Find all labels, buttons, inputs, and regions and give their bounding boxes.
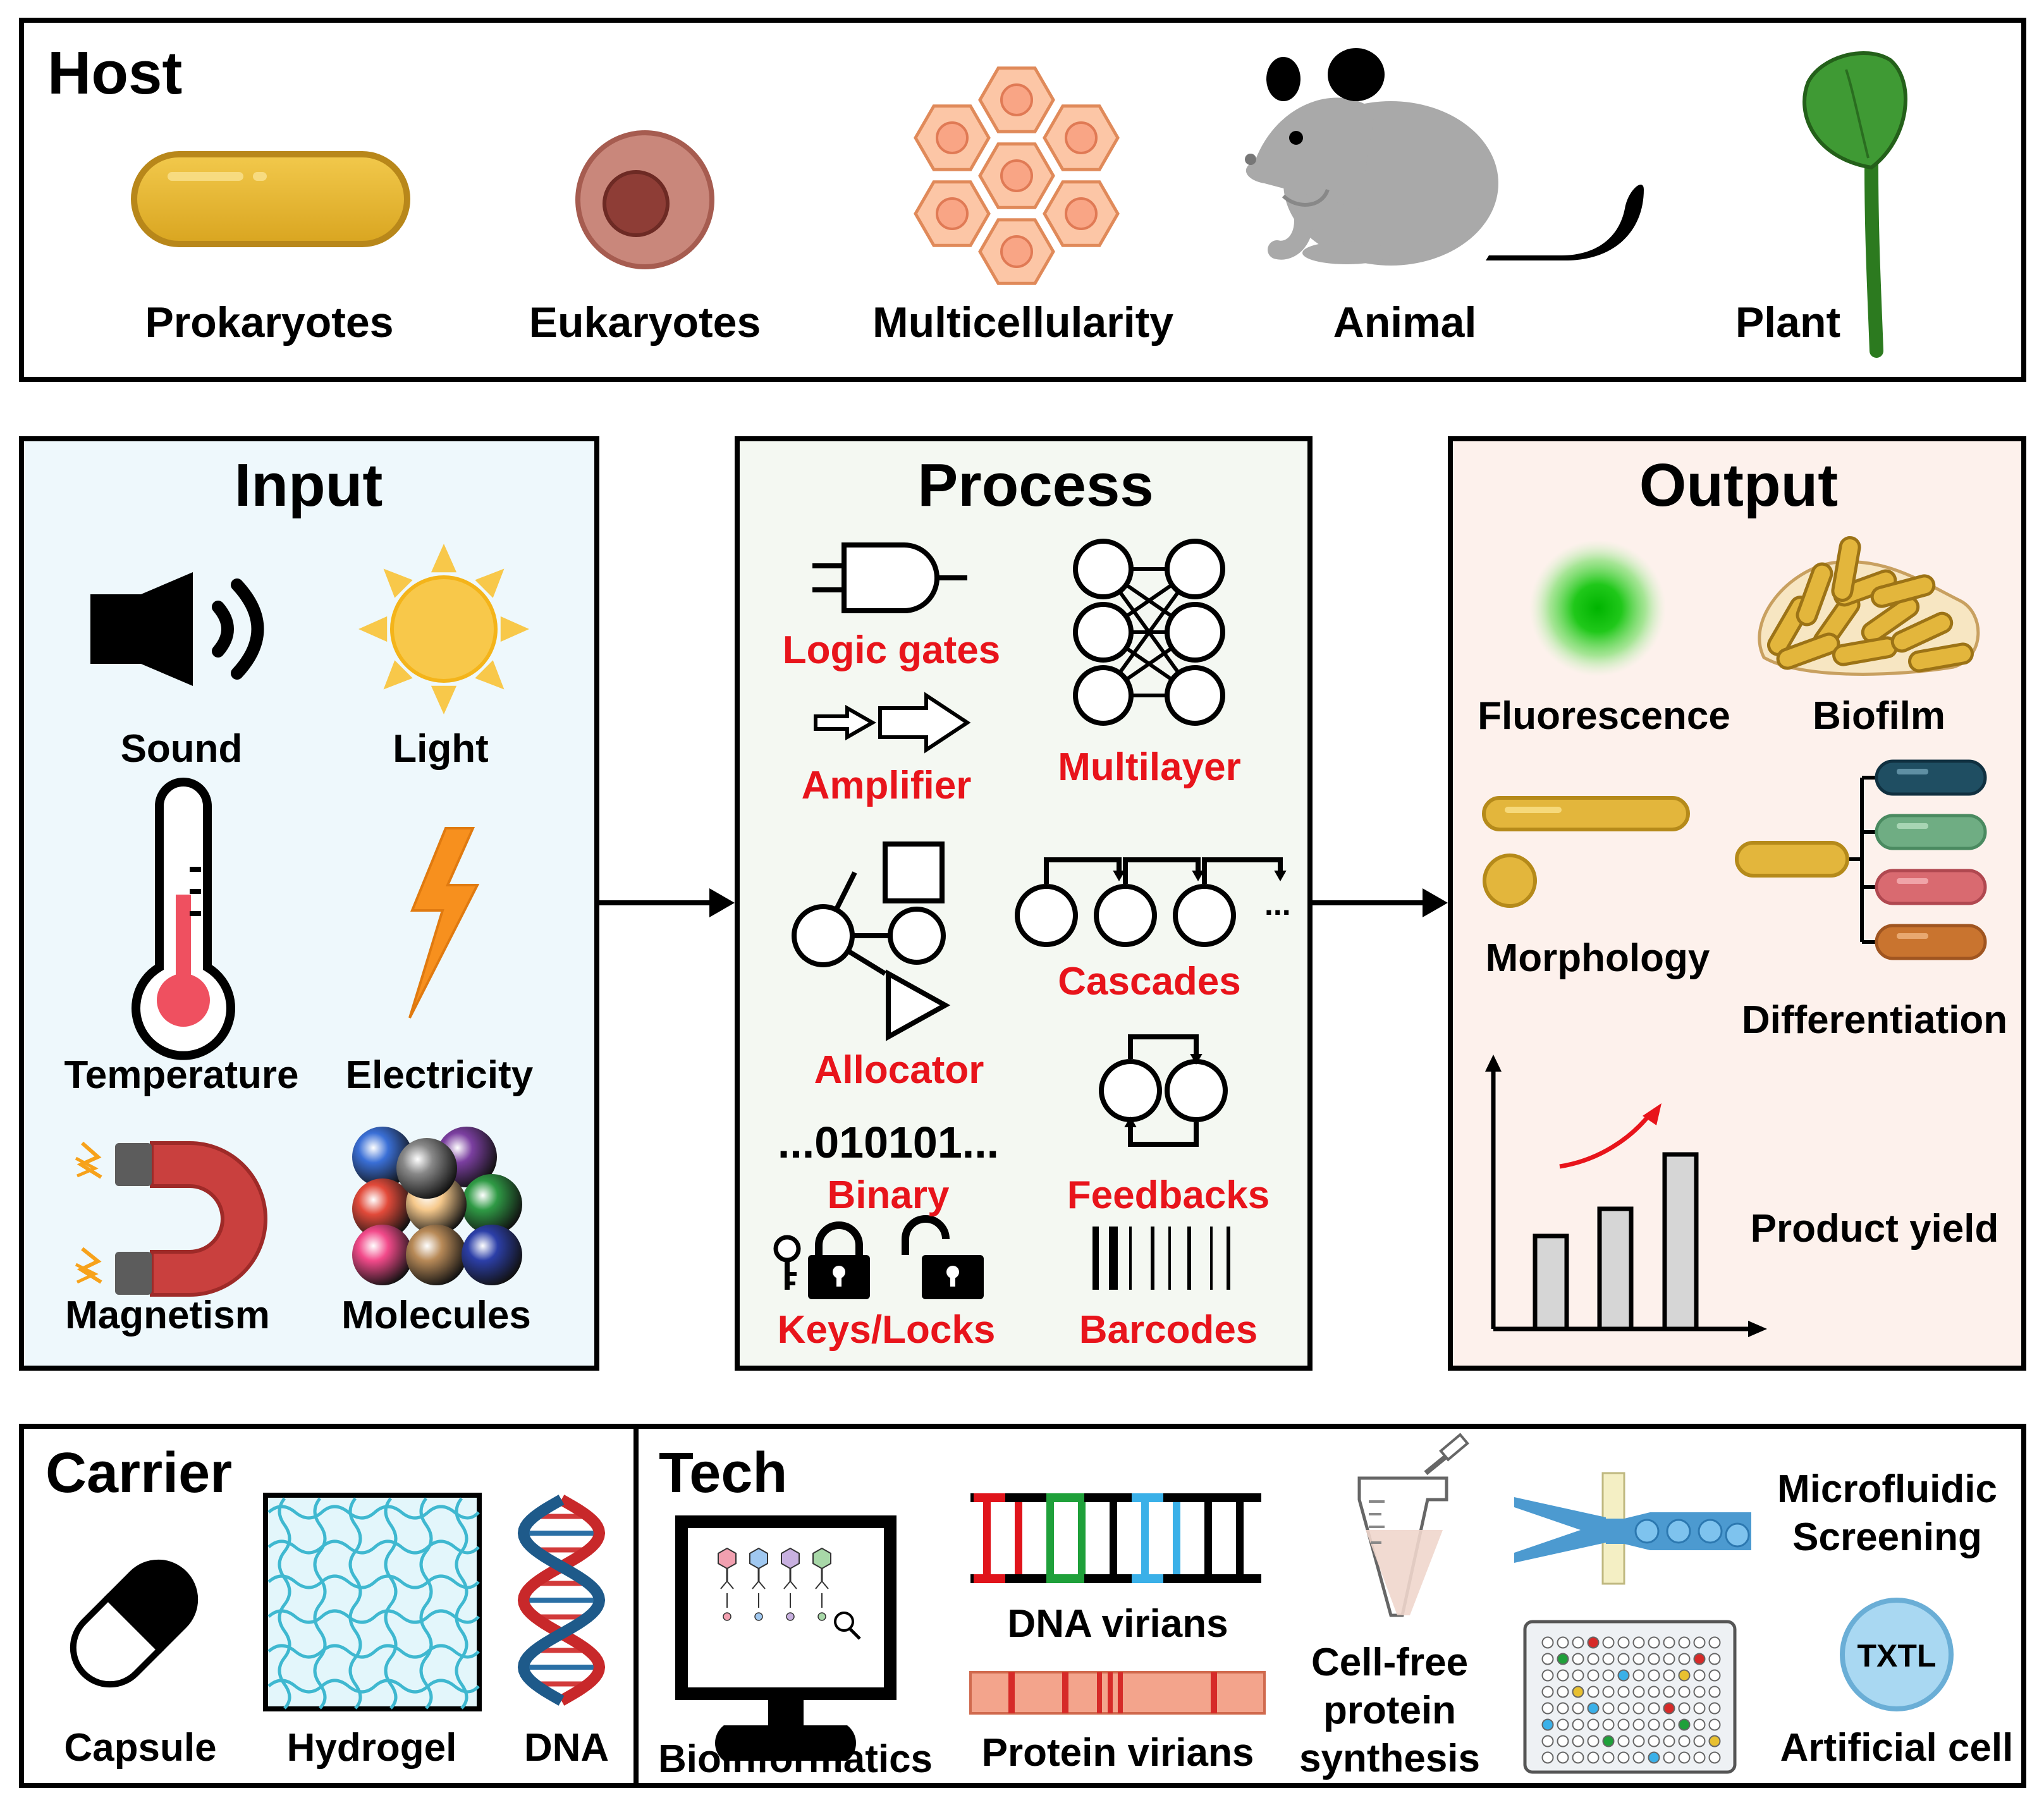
process-label-amplifier: Amplifier: [801, 764, 972, 807]
artificial-cell-icon: [1840, 1598, 1954, 1711]
biofilm-icon: [1758, 536, 1980, 676]
process-label-keys-locks: Keys/Locks: [777, 1308, 996, 1352]
dna-variants-icon: [970, 1493, 1261, 1583]
input-label-molecules: Molecules: [341, 1294, 531, 1337]
product-yield-chart: [1485, 1055, 1767, 1337]
allocator-icon: [792, 841, 951, 1041]
output-label-differentiation: Differentiation: [1741, 998, 2008, 1042]
tech-label-artificial-cell: Artificial cell: [1780, 1726, 2014, 1770]
carrier-title: Carrier: [46, 1441, 233, 1505]
prokaryote-icon: [131, 151, 410, 247]
electricity-icon: [408, 827, 480, 1019]
process-label-feedbacks: Feedbacks: [1067, 1173, 1270, 1217]
host-icons: [131, 48, 1907, 358]
process-label-logic-gates: Logic gates: [782, 628, 1001, 672]
amplifier-icon: [814, 692, 971, 754]
tech-label-cell-free-protein-synthesis: Cell-free protein synthesis: [1299, 1641, 1481, 1780]
output-label-product-yield: Product yield: [1750, 1207, 1999, 1251]
light-icon: [358, 544, 529, 714]
dna-icon: [517, 1495, 606, 1706]
magnetism-icon: [75, 1141, 267, 1297]
process-label-multilayer: Multilayer: [1058, 745, 1241, 789]
host-label-multicellularity: Multicellularity: [872, 298, 1174, 346]
host-label-plant: Plant: [1735, 298, 1841, 346]
input-label-temperature: Temperature: [64, 1053, 299, 1097]
output-label-fluorescence: Fluorescence: [1478, 694, 1730, 738]
carrier-label-dna: DNA: [523, 1726, 609, 1770]
protein-variants-icon: [969, 1671, 1266, 1715]
process-label-binary: Binary: [827, 1173, 950, 1217]
input-label-sound: Sound: [120, 727, 243, 771]
multicellularity-icon: [914, 66, 1120, 285]
plant-icon: [1802, 51, 1907, 358]
output-label-morphology: Morphology: [1485, 936, 1710, 980]
binary-string: ...010101...: [777, 1118, 1000, 1167]
carrier-label-hydrogel: Hydrogel: [286, 1726, 457, 1770]
tech-label-microfluidic-screening: Microfluidic Screening: [1777, 1467, 1997, 1559]
well-plate-icon: [1523, 1620, 1737, 1774]
tech-title: Tech: [659, 1441, 788, 1505]
microfluidic-icon: [1514, 1472, 1751, 1585]
carrier-label-capsule: Capsule: [64, 1726, 217, 1770]
input-title: Input: [234, 451, 383, 519]
keys-locks-icon: [773, 1215, 984, 1299]
input-label-light: Light: [393, 727, 489, 771]
fluorescence-icon: [1529, 540, 1666, 676]
sound-icon: [90, 572, 264, 686]
input-label-magnetism: Magnetism: [65, 1294, 270, 1337]
input-label-electricity: Electricity: [345, 1053, 534, 1097]
process-label-allocator: Allocator: [814, 1048, 984, 1092]
carrier-tech-divider: [633, 1424, 639, 1788]
cascades-ellipsis: ...: [1264, 886, 1291, 922]
host-panel: [19, 18, 2026, 382]
tech-label-bioinformatics: Bioinformatics: [658, 1737, 933, 1781]
capsule-icon: [70, 1559, 199, 1688]
differentiation-icon: [1735, 759, 1987, 960]
mouse-icon: [1245, 48, 1644, 266]
eukaryote-icon: [575, 130, 714, 269]
molecules-icon: [352, 1127, 522, 1285]
multilayer-network-icon: [1073, 539, 1225, 726]
feedbacks-icon: [1099, 1034, 1228, 1147]
cell-free-tube-icon: [1357, 1433, 1469, 1617]
temperature-icon: [132, 778, 235, 1060]
process-title: Process: [917, 451, 1154, 519]
host-title: Host: [47, 39, 183, 107]
cascades-icon: [1015, 857, 1287, 947]
host-label-eukaryotes: Eukaryotes: [529, 298, 761, 346]
bioinformatics-computer-icon: [675, 1515, 897, 1761]
process-label-barcodes: Barcodes: [1079, 1308, 1258, 1352]
output-title: Output: [1639, 451, 1839, 519]
artificial-cell-txtl-text: TXTL: [1857, 1638, 1937, 1673]
logic-gate-icon: [812, 542, 967, 613]
barcode-icon: [1092, 1227, 1230, 1290]
tech-label-dna-virians: DNA virians: [1007, 1602, 1228, 1646]
carrier-tech-panel: [19, 1424, 2026, 1788]
tech-label-protein-virians: Protein virians: [981, 1731, 1254, 1775]
output-label-biofilm: Biofilm: [1812, 694, 1946, 738]
morphology-icon: [1482, 796, 1690, 908]
host-label-animal: Animal: [1333, 298, 1477, 346]
hydrogel-icon: [263, 1493, 482, 1711]
host-label-prokaryotes: Prokaryotes: [145, 298, 394, 346]
process-label-cascades: Cascades: [1058, 960, 1241, 1003]
